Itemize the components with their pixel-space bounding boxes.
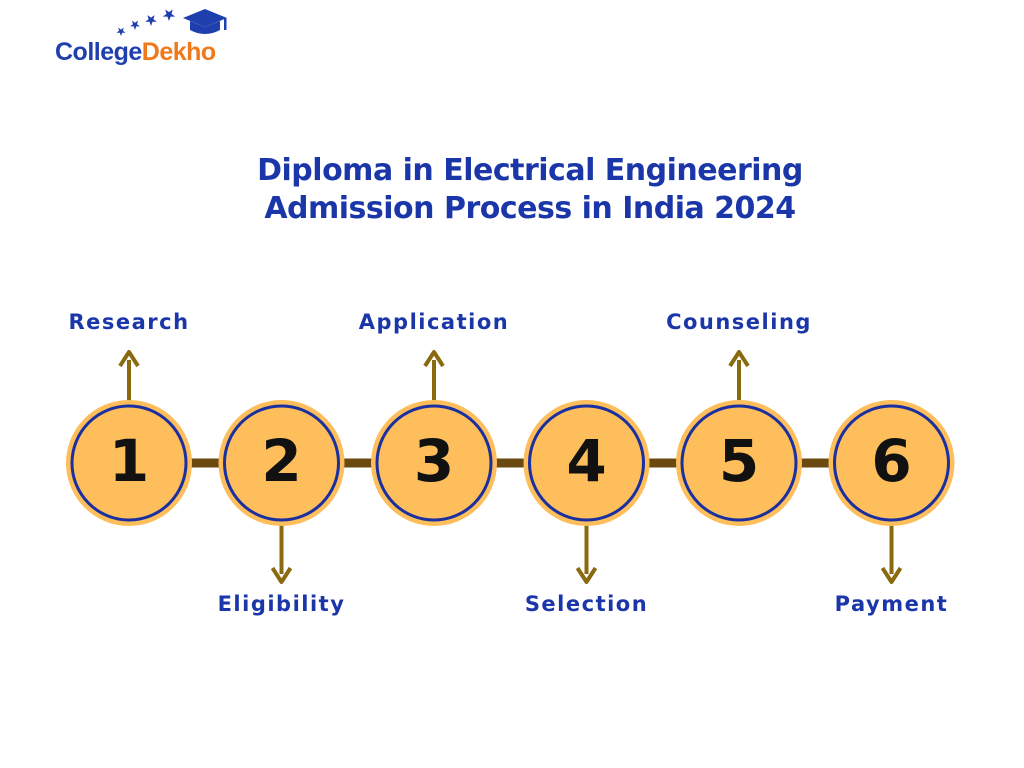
arrow-up-head	[423, 350, 445, 368]
step-label: Payment	[834, 592, 949, 616]
collegedekho-logo: CollegeDekho	[55, 8, 240, 78]
step-number: 1	[108, 427, 150, 495]
step-number: 5	[718, 427, 760, 495]
step-circle	[833, 404, 950, 522]
step-number: 3	[413, 427, 455, 495]
step-label: Application	[358, 310, 510, 334]
logo-wordmark: CollegeDekho	[55, 38, 216, 67]
arrow-down-head	[270, 566, 293, 584]
step-number: 6	[871, 427, 912, 495]
arrow-down-head	[880, 566, 903, 584]
step-number: 2	[261, 427, 302, 495]
arrow-up-head	[728, 350, 750, 368]
step-label: Selection	[524, 592, 649, 616]
step-label: Research	[68, 310, 190, 334]
arrow-down-head	[575, 566, 598, 584]
step-circle	[680, 404, 798, 522]
step-circle	[375, 404, 493, 522]
title-line-1: Diploma in Electrical Engineering	[257, 153, 803, 188]
step-circle	[70, 404, 188, 522]
title-line-2: Admission Process in India 2024	[264, 191, 796, 226]
graduation-cap-stars-icon	[116, 9, 227, 36]
logo-text-dekho: Dekho	[141, 38, 216, 66]
logo-text-college: College	[55, 38, 142, 66]
step-label: Eligibility	[217, 592, 346, 616]
page-title: Diploma in Electrical Engineering Admiss…	[130, 152, 930, 228]
arrow-up-head	[118, 350, 140, 368]
step-label: Counseling	[666, 310, 812, 334]
step-circle	[528, 404, 645, 522]
step-circle	[223, 404, 340, 522]
step-number: 4	[566, 427, 607, 495]
